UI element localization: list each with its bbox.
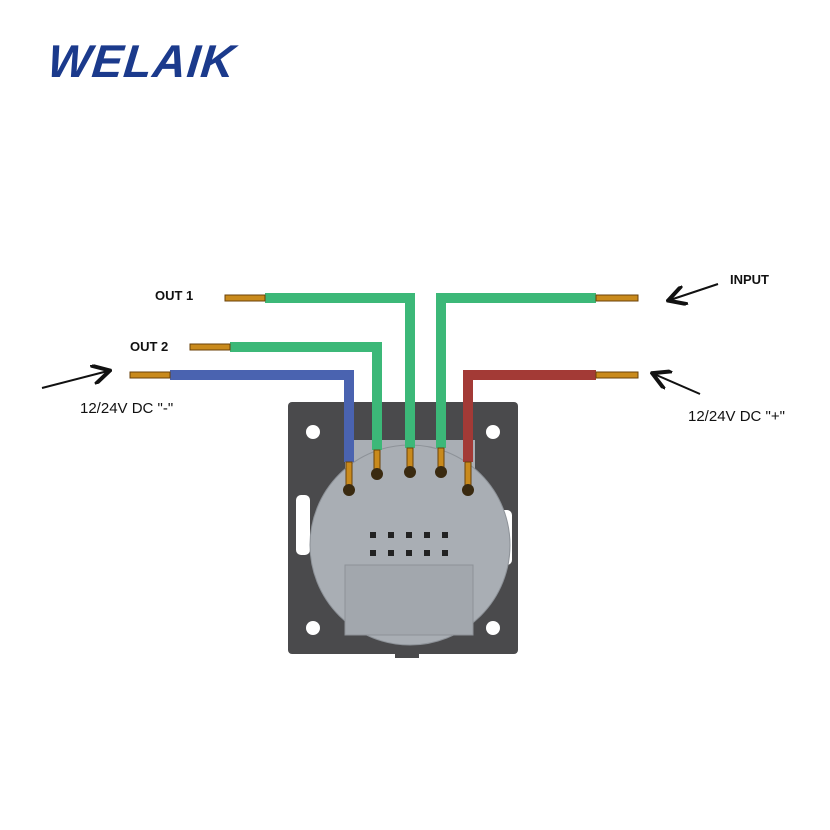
label-out1: OUT 1 bbox=[155, 288, 194, 303]
arrow-dc-negative-icon bbox=[41, 371, 108, 389]
arrow-dc-positive-icon bbox=[654, 374, 701, 395]
label-out2: OUT 2 bbox=[130, 339, 169, 354]
wire-out2 bbox=[230, 342, 382, 450]
label-dc-negative: 12/24V DC "-" bbox=[80, 400, 174, 417]
wire-dc-positive bbox=[463, 370, 596, 462]
wire-out1 bbox=[265, 293, 415, 448]
wire-tips bbox=[129, 294, 639, 489]
label-dc-positive: 12/24V DC "+" bbox=[688, 408, 785, 425]
wire-dc-negative bbox=[170, 370, 354, 462]
label-input: INPUT bbox=[730, 272, 769, 287]
wire-input bbox=[436, 293, 596, 448]
arrow-input-icon bbox=[670, 283, 719, 300]
